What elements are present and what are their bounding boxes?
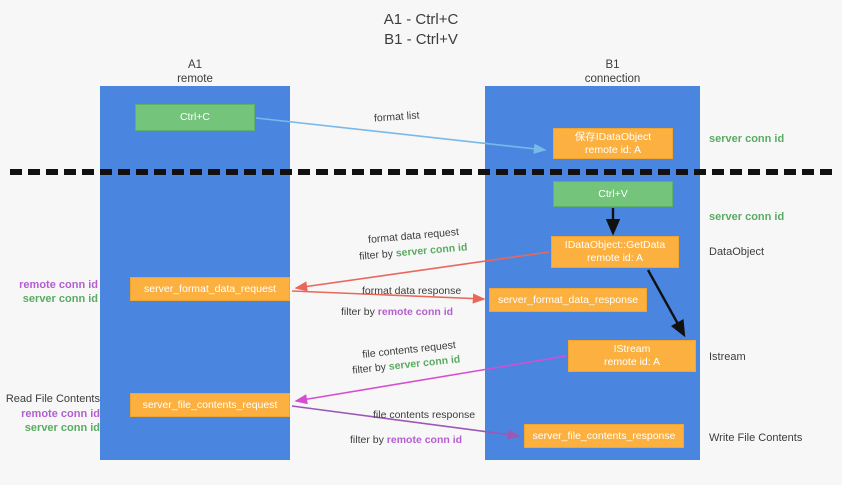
box-ctrl-v-label: Ctrl+V	[598, 187, 628, 200]
column-a1-subtitle: remote	[177, 73, 213, 85]
label-write-file-contents: Write File Contents	[709, 432, 803, 444]
label-server-conn-id-1: server conn id	[22, 293, 98, 305]
box-getdata-line1: IDataObject::GetData	[564, 239, 666, 251]
box-format-data-response-label: server_format_data_response	[497, 293, 639, 306]
caption-filter-by-text-4: filter by	[350, 434, 384, 446]
label-dataobject: DataObject	[709, 246, 765, 258]
caption-filter-by-remote-conn-id-2: filter by remote conn id	[350, 433, 462, 447]
label-istream: Istream	[709, 351, 746, 363]
box-idataobject-line2: remote id: A	[584, 143, 642, 156]
caption-server-conn-id-1: server conn id	[395, 241, 468, 260]
caption-remote-conn-id-2: remote conn id	[386, 434, 463, 446]
caption-filter-by-text-2: filter by	[341, 306, 375, 318]
box-file-contents-request-label: server_file_contents_request	[142, 398, 278, 411]
caption-filter-by-text-3: filter by	[351, 361, 387, 377]
label-server-conn-id-2: server conn id	[24, 422, 100, 434]
caption-file-contents-response: file contents response	[373, 409, 476, 421]
box-server-format-data-response[interactable]: server_format_data_response	[489, 288, 647, 312]
caption-format-data-response: format data response	[362, 285, 462, 297]
box-ctrl-c-label: Ctrl+C	[179, 111, 211, 123]
box-idataobject-line1: 保存IDataObject	[574, 130, 652, 143]
column-header-b1: B1 connection	[540, 58, 685, 86]
column-b1-name: B1	[605, 59, 620, 71]
phase-divider	[10, 169, 832, 175]
label-server-conn-id-mid: server conn id	[709, 211, 785, 223]
label-read-file-contents: Read File Contents	[5, 393, 100, 405]
page-title: A1 - Ctrl+C B1 - Ctrl+V	[0, 10, 842, 50]
box-server-file-contents-response[interactable]: server_file_contents_response	[524, 424, 684, 448]
caption-filter-by-text-1: filter by	[358, 247, 394, 263]
box-getdata-line2: remote id: A	[586, 252, 644, 264]
box-file-contents-response-label: server_file_contents_response	[532, 429, 676, 442]
caption-format-list: format list	[373, 109, 420, 125]
box-ctrl-c[interactable]: Ctrl+C	[135, 104, 255, 131]
label-group-conn-ids-lower: Read File Contents remote conn id server…	[4, 392, 100, 435]
box-ctrl-v[interactable]: Ctrl+V	[553, 181, 673, 207]
box-istream-line2: remote id: A	[603, 356, 661, 368]
box-idataobject-getdata[interactable]: IDataObject::GetData remote id: A	[551, 236, 679, 268]
box-istream[interactable]: IStream remote id: A	[568, 340, 696, 372]
label-remote-conn-id-2: remote conn id	[21, 408, 100, 420]
box-server-file-contents-request[interactable]: server_file_contents_request	[130, 393, 290, 417]
box-server-format-data-request[interactable]: server_format_data_request	[130, 277, 290, 301]
title-line-2: B1 - Ctrl+V	[384, 31, 458, 48]
label-server-conn-id-top: server conn id	[709, 133, 785, 145]
label-group-conn-ids-upper: remote conn id server conn id	[8, 278, 98, 306]
caption-remote-conn-id-1: remote conn id	[377, 306, 454, 318]
column-header-a1: A1 remote	[130, 58, 260, 86]
caption-filter-by-remote-conn-id-1: filter by remote conn id	[341, 305, 453, 319]
label-remote-conn-id-1: remote conn id	[19, 279, 98, 291]
box-istream-line1: IStream	[613, 343, 651, 355]
column-a1-name: A1	[187, 59, 203, 71]
title-line-1: A1 - Ctrl+C	[383, 11, 459, 28]
column-b1-subtitle: connection	[584, 73, 641, 85]
box-format-data-request-label: server_format_data_request	[144, 282, 276, 295]
box-idataobject[interactable]: 保存IDataObject remote id: A	[553, 128, 673, 159]
